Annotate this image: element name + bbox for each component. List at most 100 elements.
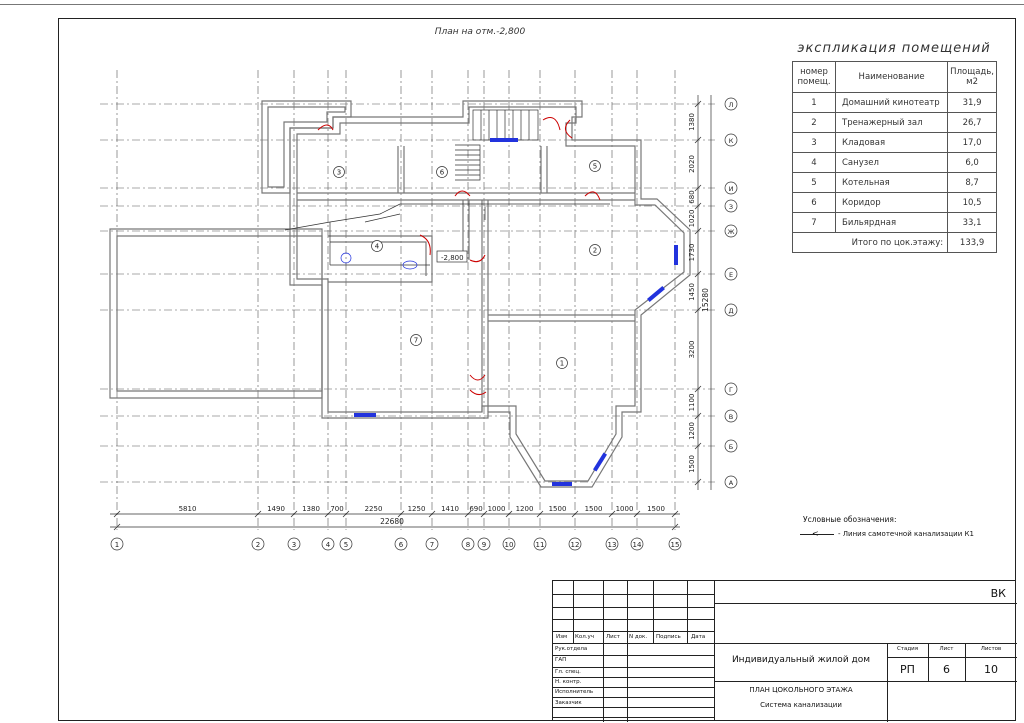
axis-label: 9 bbox=[482, 541, 486, 549]
axis-label: 3 bbox=[292, 541, 296, 549]
dimension-value: 1000 bbox=[616, 505, 634, 513]
dimension-tick bbox=[536, 510, 544, 518]
explication-header-row: номер помещ. Наименование Площадь, м2 bbox=[792, 61, 997, 93]
dimension-total: 22680 bbox=[380, 517, 404, 526]
tb-rule bbox=[627, 643, 628, 722]
axis-marker bbox=[461, 537, 475, 551]
room-name-cell: Коридор bbox=[834, 192, 949, 213]
room-area-cell: 8,7 bbox=[947, 172, 997, 193]
tb-rule bbox=[553, 655, 715, 656]
door-storage bbox=[317, 124, 334, 131]
tb-rule bbox=[553, 677, 715, 678]
room-number-cell: 3 bbox=[792, 132, 836, 153]
room-number: 1 bbox=[560, 360, 564, 368]
axis-marker bbox=[724, 133, 738, 147]
sheets-value: 10 bbox=[984, 663, 998, 676]
tb-header-cell: N док. bbox=[629, 634, 648, 640]
dimension-value: 1500 bbox=[647, 505, 665, 513]
axis-label: 14 bbox=[633, 541, 642, 549]
dimension-tick bbox=[480, 510, 488, 518]
axis-label: И bbox=[729, 185, 734, 193]
dimension-tick bbox=[694, 270, 702, 278]
axis-label: 7 bbox=[430, 541, 434, 549]
axis-marker bbox=[724, 199, 738, 213]
axis-marker bbox=[724, 409, 738, 423]
axis-marker bbox=[425, 537, 439, 551]
room-marker bbox=[556, 357, 568, 369]
dimension-tick bbox=[694, 306, 702, 314]
dimension-tick bbox=[671, 510, 679, 518]
room-marker bbox=[436, 166, 448, 178]
room-name-cell: Санузел bbox=[834, 152, 949, 173]
tb-rule bbox=[653, 581, 654, 643]
dimension-value: 1380 bbox=[688, 113, 696, 131]
sewage-pipe bbox=[284, 203, 610, 266]
tb-rule bbox=[928, 643, 929, 681]
sheet-value: 6 bbox=[943, 663, 950, 676]
tb-rule bbox=[887, 643, 888, 722]
sheet-frame bbox=[58, 18, 1016, 721]
dimension-tick bbox=[324, 510, 332, 518]
dimension-tick bbox=[608, 510, 616, 518]
room-name-cell: Тренажерный зал bbox=[834, 112, 949, 133]
dimension-tick bbox=[633, 510, 641, 518]
stair-steps bbox=[480, 110, 530, 140]
dimension-value: 1490 bbox=[267, 505, 285, 513]
tb-role: Рук.отдела bbox=[555, 646, 588, 652]
axis-marker bbox=[724, 181, 738, 195]
tb-rule bbox=[553, 717, 715, 718]
staircase bbox=[455, 109, 539, 181]
axis-marker bbox=[502, 537, 516, 551]
dimension-value: 1000 bbox=[488, 505, 506, 513]
dimension-value: 2020 bbox=[688, 155, 696, 173]
legend-item: < - Линия самотечной канализации К1 bbox=[800, 529, 974, 538]
room-name-cell: Бильярдная bbox=[834, 212, 949, 233]
axis-marker bbox=[724, 382, 738, 396]
axis-label: К bbox=[729, 137, 734, 145]
window-gym-diag bbox=[647, 286, 665, 302]
tb-rule bbox=[553, 697, 715, 698]
room-name-cell: Котельная bbox=[834, 172, 949, 193]
axis-label: Ж bbox=[727, 228, 734, 236]
axis-marker bbox=[724, 267, 738, 281]
level-mark-box bbox=[436, 250, 468, 263]
stage-label: Стадия bbox=[896, 646, 919, 652]
door-gym bbox=[584, 191, 601, 201]
room-marker bbox=[589, 160, 601, 172]
tb-rule bbox=[715, 603, 1017, 604]
room-area-cell: 33,1 bbox=[947, 212, 997, 233]
door-pool bbox=[469, 389, 487, 396]
axis-label: В bbox=[729, 413, 733, 421]
axis-marker bbox=[724, 97, 738, 111]
dimension-tick bbox=[397, 510, 405, 518]
window-gym-right bbox=[674, 245, 678, 265]
tb-role: Гл. спец. bbox=[555, 669, 581, 675]
tb-rule bbox=[553, 707, 715, 708]
room-number: 7 bbox=[414, 337, 418, 345]
tb-rule bbox=[553, 594, 715, 595]
axis-label: 8 bbox=[466, 541, 470, 549]
dimension-tick bbox=[571, 510, 579, 518]
wall-main-inner bbox=[296, 106, 685, 482]
room-area-cell: 6,0 bbox=[947, 152, 997, 173]
dimension-tick bbox=[290, 510, 298, 518]
room-number: 6 bbox=[440, 169, 445, 177]
tb-rule bbox=[603, 581, 604, 643]
window-cinema-diag bbox=[593, 452, 607, 472]
tb-role: Исполнитель bbox=[555, 689, 594, 695]
door-hall bbox=[469, 254, 486, 263]
tb-rule bbox=[553, 643, 715, 644]
legend-title: Условные обозначения: bbox=[803, 515, 897, 524]
explication-header-number: номер помещ. bbox=[792, 61, 836, 93]
level-mark: -2,800 bbox=[436, 250, 468, 263]
room-marker bbox=[589, 244, 601, 256]
dimension-value: 1500 bbox=[585, 505, 603, 513]
total-label: Итого по цок.этажу: bbox=[791, 232, 949, 253]
axis-marker bbox=[724, 475, 738, 489]
